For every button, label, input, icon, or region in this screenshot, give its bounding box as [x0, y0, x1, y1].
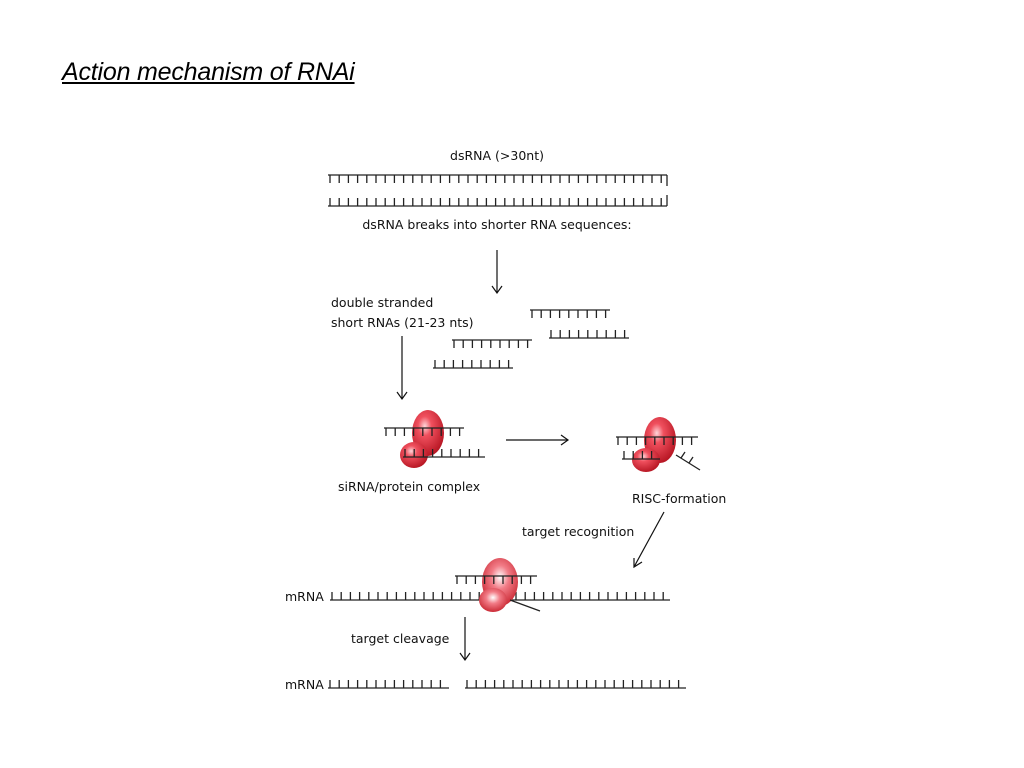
dsrna-top-strand	[328, 174, 667, 183]
protein-complex-1	[400, 410, 444, 468]
arrow-down-2	[396, 336, 408, 401]
sirna-complex-top	[384, 427, 464, 436]
arrow-diagonal	[633, 511, 665, 569]
mrna-label-top: mRNA	[285, 589, 324, 604]
mrna-cleaved-right	[465, 680, 686, 689]
protein-complex-risc	[632, 417, 676, 472]
slide-title: Action mechanism of RNAi	[62, 58, 355, 86]
risc-top	[616, 436, 698, 445]
dsrna-label: dsRNA (>30nt)	[450, 148, 544, 163]
sirna-complex-label: siRNA/protein complex	[338, 479, 480, 494]
rna-strands	[328, 174, 686, 689]
double-stranded-label-line1: double stranded	[331, 295, 433, 310]
guide-strand-on-mrna	[455, 575, 537, 584]
short-rna-b-top	[452, 339, 532, 348]
arrow-down-1	[491, 250, 503, 295]
risc-formation-label: RISC-formation	[632, 491, 726, 506]
mrna-cleaved-left	[328, 680, 449, 689]
sirna-complex-bottom	[403, 449, 485, 458]
target-recognition-label: target recognition	[522, 524, 634, 539]
double-stranded-label-line2: short RNAs (21-23 nts)	[331, 315, 474, 330]
arrows	[396, 250, 665, 662]
arrow-right	[506, 434, 570, 446]
protein-complex-mrna	[479, 558, 518, 612]
mrna-label-bottom: mRNA	[285, 677, 324, 692]
risc-bottom	[622, 451, 660, 460]
target-cleavage-label: target cleavage	[351, 631, 450, 646]
short-rna-a-top	[530, 309, 610, 318]
breaks-label: dsRNA breaks into shorter RNA sequences:	[362, 217, 631, 232]
strand-overlays	[384, 427, 701, 612]
dsrna-bottom-strand	[328, 198, 667, 207]
short-rna-a-bottom	[549, 330, 629, 339]
arrow-down-3	[459, 617, 471, 662]
short-rna-b-bottom	[433, 360, 513, 369]
